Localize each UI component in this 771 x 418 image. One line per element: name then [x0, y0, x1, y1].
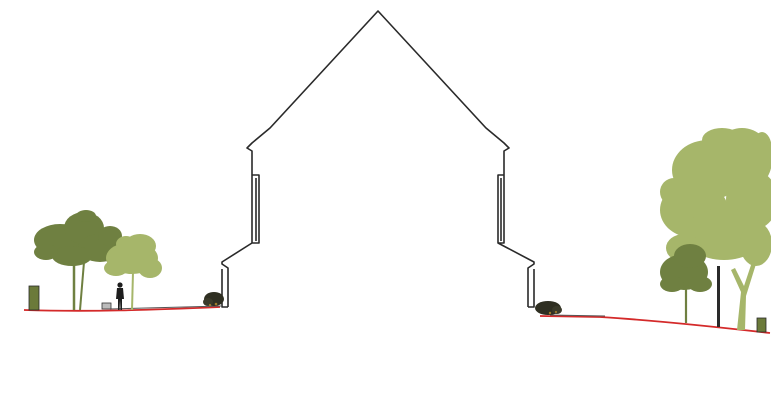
- ground-line-left-shadow: [109, 305, 223, 310]
- ground-line-right-shadow: [549, 314, 606, 317]
- ground-line-right: [539, 315, 771, 334]
- tree-left-light: [104, 234, 162, 311]
- building-outline: [221, 10, 535, 307]
- bin-right: [756, 317, 767, 333]
- tree-right-small: [660, 244, 712, 323]
- shrub-right: [535, 301, 562, 315]
- step-right: [528, 269, 535, 308]
- bench: [101, 302, 112, 310]
- building-section: [221, 10, 535, 308]
- lamp-post: [717, 266, 720, 327]
- person: [116, 282, 124, 310]
- bin-left: [28, 285, 40, 311]
- step-left: [221, 269, 228, 308]
- ground-line-left: [23, 306, 221, 312]
- shrub-left: [203, 292, 224, 307]
- tree-right-large: [660, 128, 771, 330]
